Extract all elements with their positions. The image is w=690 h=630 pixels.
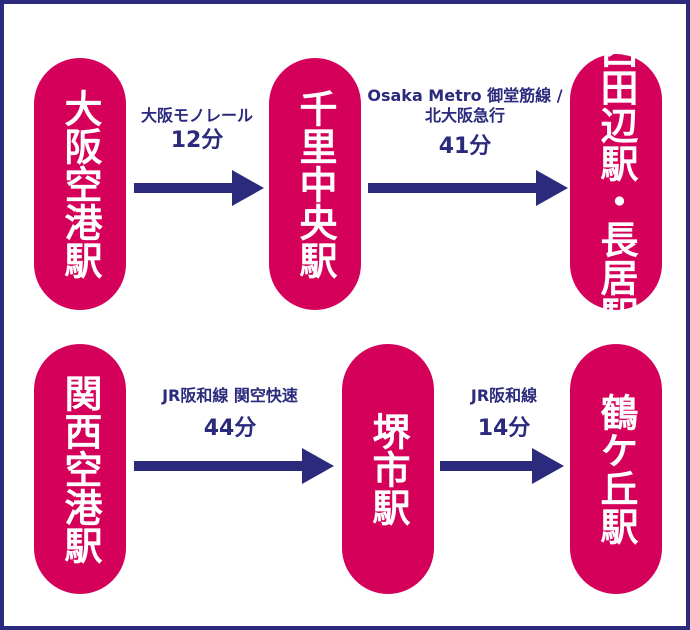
route-line-name: JR阪和線 関空快速 bbox=[162, 386, 298, 405]
station-tsurugaoka: 鶴ケ丘駅 bbox=[570, 344, 662, 594]
station-osaka-airport: 大阪空港駅 bbox=[34, 58, 126, 310]
station-label: 堺市駅 bbox=[366, 412, 410, 526]
route-travel-time: 14分 bbox=[477, 416, 531, 441]
route-travel-time: 41分 bbox=[438, 134, 492, 159]
arrow-right-icon bbox=[134, 448, 334, 484]
station-kansai-airport: 関西空港駅 bbox=[34, 344, 126, 594]
station-label: 鶴ケ丘駅 bbox=[594, 393, 638, 545]
station-sakaishi: 堺市駅 bbox=[342, 344, 434, 594]
station-label: 大阪空港駅 bbox=[58, 89, 102, 279]
route-label-hanwa: JR阪和線 14分 bbox=[434, 386, 574, 444]
station-label: 西田辺駅・長居駅 bbox=[594, 30, 638, 334]
route-line-name: JR阪和線 bbox=[470, 386, 538, 405]
route-line-name-2: 北大阪急行 bbox=[424, 106, 505, 125]
route-label-monorail: 大阪モノレール 12分 bbox=[122, 106, 272, 156]
arrow-right-icon bbox=[368, 170, 568, 206]
route-line-name: Osaka Metro 御堂筋線 / bbox=[367, 86, 563, 105]
station-senri-chuo: 千里中央駅 bbox=[269, 58, 361, 310]
station-label: 千里中央駅 bbox=[293, 89, 337, 279]
station-nishitanabe-nagai: 西田辺駅・長居駅 bbox=[570, 30, 662, 334]
route-label-hanwa-rapid: JR阪和線 関空快速 44分 bbox=[130, 386, 330, 444]
route-label-midosuji: Osaka Metro 御堂筋線 / 北大阪急行 41分 bbox=[360, 86, 570, 162]
route-line-name: 大阪モノレール bbox=[140, 106, 253, 125]
route-travel-time: 44分 bbox=[203, 416, 257, 441]
arrow-right-icon bbox=[440, 448, 564, 484]
arrow-right-icon bbox=[134, 170, 264, 206]
station-label: 関西空港駅 bbox=[58, 374, 102, 564]
route-travel-time: 12分 bbox=[170, 128, 224, 153]
